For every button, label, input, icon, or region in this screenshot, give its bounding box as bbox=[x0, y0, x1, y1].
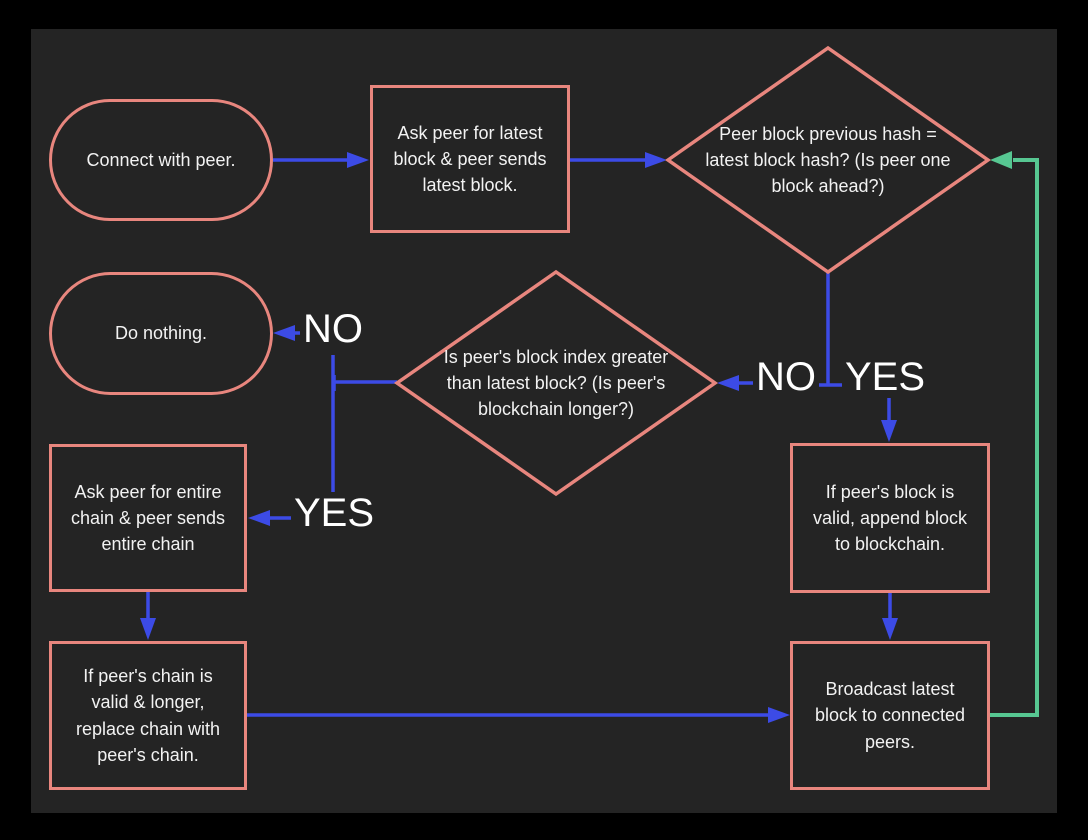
arrow-into-check-index bbox=[717, 375, 739, 391]
blue-arrowheads bbox=[140, 152, 898, 723]
node-ask-entire-chain: Ask peer for entire chain & peer sends e… bbox=[49, 444, 247, 592]
edge-label-yes-ask-chain: YES bbox=[290, 492, 378, 534]
edge-label-no-do-nothing: NO bbox=[300, 308, 366, 350]
node-label: Connect with peer. bbox=[86, 149, 236, 170]
node-append-block: If peer's block is valid, append block t… bbox=[790, 443, 990, 593]
arrow-no-into-do-nothing bbox=[273, 325, 295, 341]
arrow-into-check-hash bbox=[645, 152, 667, 168]
edge-label-yes-append: YES bbox=[841, 356, 929, 398]
diamond-check-hash bbox=[664, 45, 992, 275]
diamond-check-index bbox=[393, 269, 719, 497]
node-label: Do nothing. bbox=[114, 323, 208, 344]
node-broadcast-block: Broadcast latest block to connected peer… bbox=[790, 641, 990, 790]
edge-label-no-check-index: NO bbox=[753, 356, 819, 398]
node-label: If peer's block is valid, append block t… bbox=[812, 481, 968, 555]
connector-layer bbox=[140, 45, 1039, 723]
node-connect-with-peer: Connect with peer. bbox=[49, 99, 273, 221]
node-label: If peer's chain is valid & longer, repla… bbox=[75, 666, 221, 765]
arrow-broadcast-to-check-hash bbox=[990, 151, 1012, 169]
arrow-ask-chain-to-replace bbox=[140, 618, 156, 640]
green-loop-connector bbox=[990, 151, 1039, 717]
flowchart-canvas: Connect with peer. Ask peer for latest b… bbox=[31, 29, 1057, 813]
arrow-append-to-broadcast bbox=[882, 618, 898, 640]
node-do-nothing: Do nothing. bbox=[49, 272, 273, 395]
arrow-yes-into-ask-chain bbox=[248, 510, 270, 526]
node-ask-latest-block: Ask peer for latest block & peer sends l… bbox=[370, 85, 570, 233]
blue-connector-lines bbox=[146, 158, 892, 717]
node-label: Broadcast latest block to connected peer… bbox=[814, 679, 966, 752]
arrow-into-ask-latest bbox=[347, 152, 369, 168]
node-label: Ask peer for entire chain & peer sends e… bbox=[70, 481, 226, 555]
node-replace-chain: If peer's chain is valid & longer, repla… bbox=[49, 641, 247, 790]
arrow-yes-into-append bbox=[881, 420, 897, 442]
node-label: Ask peer for latest block & peer sends l… bbox=[393, 122, 547, 196]
decision-diamond-outlines bbox=[393, 45, 992, 497]
arrow-replace-to-broadcast bbox=[768, 707, 790, 723]
